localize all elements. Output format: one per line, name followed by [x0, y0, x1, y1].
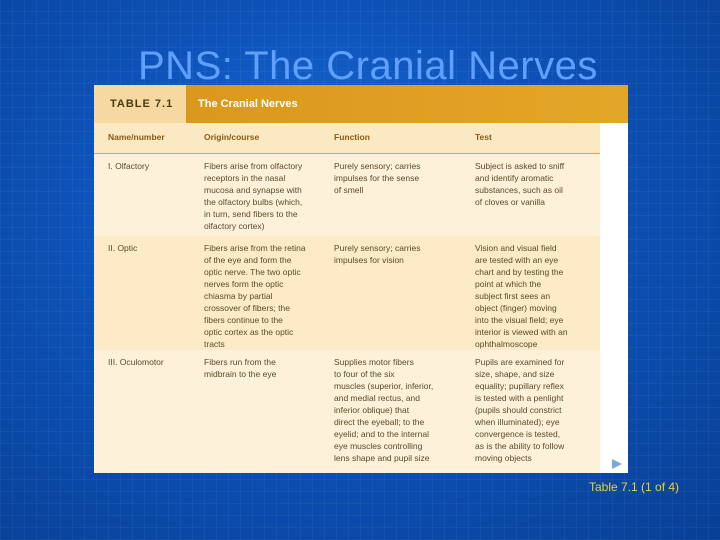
slide-caption: Table 7.1 (1 of 4)	[589, 480, 680, 494]
cell-name: I. Olfactory	[108, 161, 150, 171]
table-number: TABLE 7.1	[94, 85, 186, 123]
cranial-nerves-table: TABLE 7.1 The Cranial Nerves Name/number…	[94, 85, 628, 473]
table-title: The Cranial Nerves	[198, 98, 298, 110]
table-body: Name/number Origin/course Function Test …	[94, 123, 600, 473]
slide-title: PNS: The Cranial Nerves	[138, 44, 598, 88]
cell-name: III. Oculomotor	[108, 357, 164, 367]
column-header-row: Name/number Origin/course Function Test	[94, 123, 600, 154]
cell-name: II. Optic	[108, 243, 138, 253]
column-header-function: Function	[334, 132, 370, 142]
next-arrow-icon	[612, 459, 622, 469]
table-header-bar: TABLE 7.1 The Cranial Nerves	[94, 85, 628, 123]
column-header-origin: Origin/course	[204, 132, 260, 142]
column-header-test: Test	[475, 132, 492, 142]
column-header-name: Name/number	[108, 132, 165, 142]
